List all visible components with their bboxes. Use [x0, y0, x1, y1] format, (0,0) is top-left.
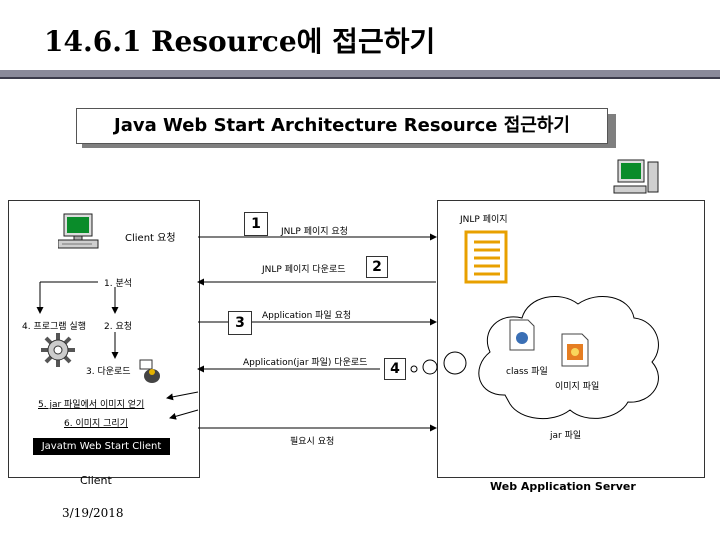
step-3-badge: 3 — [228, 311, 252, 335]
jws-client-bar: Javatm Web Start Client — [33, 438, 170, 455]
client-caption: Client — [80, 474, 112, 487]
title-rule-dark — [0, 77, 720, 79]
download-label: 3. 다운로드 — [86, 367, 131, 377]
gear-icon — [41, 333, 75, 367]
jnlp-download-label: JNLP 페이지 다운로드 — [262, 265, 346, 275]
class-file-icon — [509, 319, 535, 351]
client-request-label: Client 요청 — [125, 233, 176, 244]
image-file-icon — [561, 333, 589, 367]
step-2-badge: 2 — [366, 256, 388, 278]
computer-icon — [58, 213, 99, 249]
step-4-badge: 4 — [384, 358, 406, 380]
diagram-banner: Java Web Start Architecture Resource 접근하… — [76, 108, 608, 144]
title-rule — [0, 70, 720, 77]
server-caption: Web Application Server — [490, 480, 636, 493]
client-box — [8, 200, 200, 478]
image-file-label: 이미지 파일 — [555, 382, 600, 392]
document-icon — [464, 230, 508, 284]
run-label: 4. 프로그램 실행 — [22, 322, 86, 332]
analyze-label: 1. 분석 — [104, 279, 133, 289]
on-demand-label: 필요시 요청 — [290, 437, 335, 447]
slide-title: 14.6.1 Resource에 접근하기 — [44, 25, 436, 58]
duke-icon — [139, 359, 160, 383]
jar-read-label: 5. jar 파일에서 이미지 얻기 — [38, 400, 145, 410]
jnlp-request-label: JNLP 페이지 요청 — [281, 227, 348, 237]
draw-label: 6. 이미지 그리기 — [64, 419, 128, 429]
server-computer-icon — [613, 159, 659, 194]
request-label: 2. 요청 — [104, 322, 133, 332]
jar-file-label: jar 파일 — [550, 431, 582, 441]
class-file-label: class 파일 — [506, 367, 548, 377]
app-download-label: Application(jar 파일) 다운로드 — [243, 358, 368, 368]
jnlp-page-label: JNLP 페이지 — [460, 215, 508, 225]
app-request-label: Application 파일 요청 — [262, 311, 352, 321]
slide-date: 3/19/2018 — [62, 506, 124, 520]
step-1-badge: 1 — [244, 212, 268, 236]
